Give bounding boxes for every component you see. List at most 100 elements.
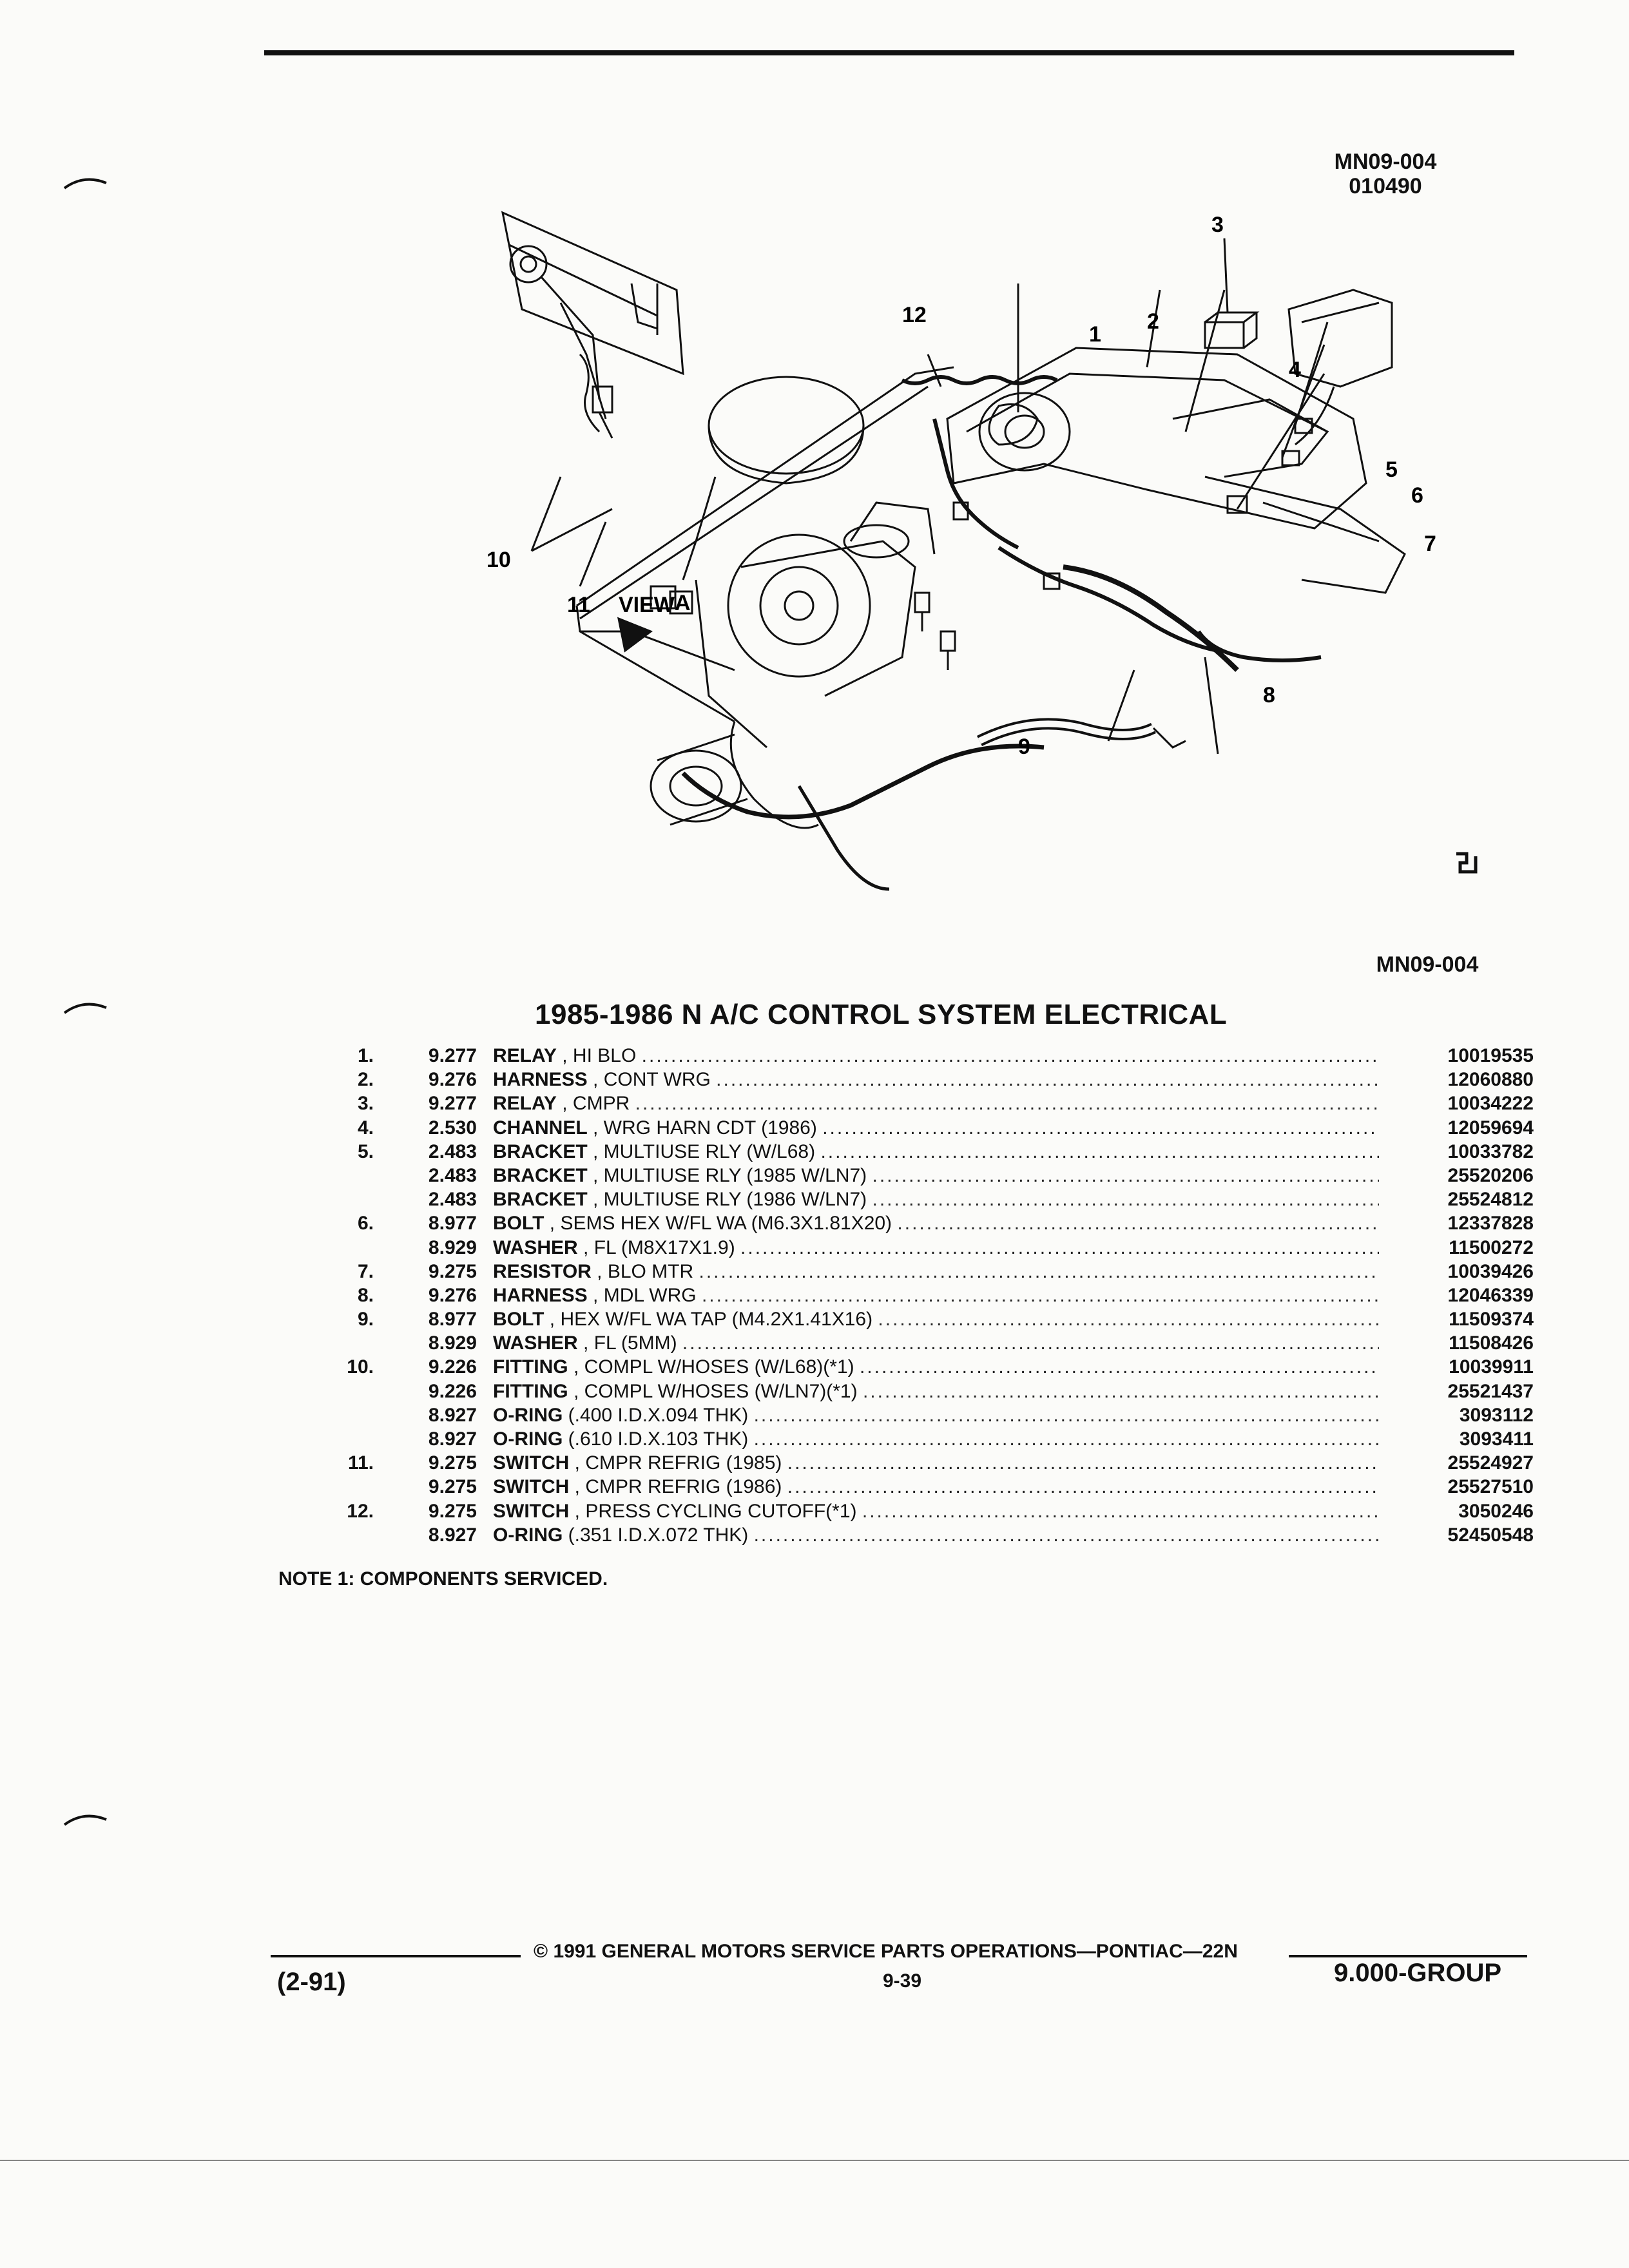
part-key: 1.	[357, 1045, 374, 1066]
part-row: 9.275 SWITCH , CMPR REFRIG (1986) .......…	[335, 1475, 1534, 1499]
part-name: SWITCH	[493, 1476, 570, 1498]
part-group: 9.277	[428, 1045, 477, 1066]
leader-dots: ........................................…	[872, 1164, 1380, 1186]
part-group: 9.226	[428, 1380, 477, 1402]
part-number: 25520206	[1447, 1164, 1534, 1186]
part-number: 11509374	[1449, 1309, 1534, 1331]
part-detail: (.610 I.D.X.103 THK)	[568, 1428, 749, 1450]
part-key: 3.	[357, 1093, 374, 1115]
part-description: SWITCH , CMPR REFRIG (1986) ............…	[493, 1475, 1379, 1499]
part-detail: , MULTIUSE RLY (W/L68)	[593, 1140, 816, 1162]
part-number: 12046339	[1447, 1284, 1534, 1306]
part-group: 9.276	[428, 1284, 477, 1306]
ac-control-system-diagram: 10 11 VIEW A 12 1 2 3 4 5 6 7 8 9	[487, 211, 1478, 891]
part-row: 2.483 BRACKET , MULTIUSE RLY (1985 W/LN7)…	[335, 1164, 1534, 1187]
part-name: SWITCH	[493, 1452, 570, 1474]
part-name: HARNESS	[493, 1284, 588, 1306]
part-key: 8.	[357, 1284, 374, 1306]
part-number: 3093112	[1459, 1404, 1534, 1426]
leader-dots: ........................................…	[641, 1045, 1379, 1066]
part-description: RELAY , CMPR ...........................…	[493, 1091, 1379, 1115]
leader-dots: ........................................…	[787, 1476, 1379, 1498]
callout-2: 2	[1147, 309, 1159, 334]
part-group: 8.977	[428, 1213, 477, 1235]
part-detail: , CONT WRG	[593, 1069, 711, 1091]
part-name: O-RING	[493, 1524, 563, 1546]
view-a-inset	[501, 211, 684, 439]
footer-page-number: 9-39	[883, 1970, 922, 1992]
leader-dots: ........................................…	[822, 1117, 1379, 1139]
part-number: 12059694	[1447, 1117, 1534, 1139]
leader-dots: ........................................…	[740, 1236, 1379, 1258]
part-group: 9.276	[428, 1069, 477, 1091]
callout-4: 4	[1289, 358, 1301, 382]
part-name: FITTING	[493, 1356, 568, 1378]
part-name: O-RING	[493, 1404, 563, 1426]
footer-rule-left	[271, 1955, 521, 1957]
part-description: O-RING (.351 I.D.X.072 THK) ............…	[493, 1523, 1379, 1547]
part-group: 9.275	[428, 1476, 477, 1498]
part-description: BRACKET , MULTIUSE RLY (1985 W/LN7) ....…	[493, 1164, 1379, 1187]
callout-9: 9	[1018, 735, 1030, 759]
part-group: 8.927	[428, 1404, 477, 1426]
part-name: CHANNEL	[493, 1117, 588, 1139]
part-name: RELAY	[493, 1093, 557, 1115]
part-number: 10033782	[1447, 1140, 1534, 1162]
part-description: BRACKET , MULTIUSE RLY (1986 W/LN7) ....…	[493, 1187, 1379, 1211]
callout-8: 8	[1263, 683, 1275, 707]
part-number: 25524812	[1447, 1189, 1534, 1211]
part-description: BOLT , HEX W/FL WA TAP (M4.2X1.41X16) ..…	[493, 1307, 1379, 1331]
part-number: 10039911	[1449, 1356, 1534, 1378]
leader-dots: ........................................…	[716, 1069, 1379, 1091]
part-group: 9.275	[428, 1500, 477, 1522]
part-number: 11508426	[1449, 1332, 1534, 1354]
figure-id-bottom: MN09-004	[1376, 952, 1479, 977]
part-detail: , BLO MTR	[597, 1260, 694, 1282]
part-name: RELAY	[493, 1045, 557, 1066]
artist-mark-icon	[1456, 852, 1478, 874]
footer-group: 9.000-GROUP	[1334, 1959, 1502, 1987]
part-detail: , COMPL W/HOSES (W/L68)(*1)	[574, 1356, 854, 1378]
part-number: 52450548	[1447, 1524, 1534, 1546]
part-description: SWITCH , PRESS CYCLING CUTOFF(*1) ......…	[493, 1499, 1379, 1523]
part-name: RESISTOR	[493, 1260, 592, 1282]
footnote: NOTE 1: COMPONENTS SERVICED.	[278, 1568, 608, 1590]
part-group: 8.927	[428, 1428, 477, 1450]
part-key: 6.	[357, 1213, 374, 1235]
leader-dots: ........................................…	[753, 1524, 1379, 1546]
part-row: 8.927 O-RING (.351 I.D.X.072 THK) .......…	[335, 1523, 1534, 1547]
top-rule	[264, 50, 1514, 55]
part-detail: , HEX W/FL WA TAP (M4.2X1.41X16)	[549, 1309, 873, 1331]
leader-dots: ........................................…	[753, 1428, 1379, 1450]
callout-12: 12	[902, 303, 927, 327]
leader-dots: ........................................…	[701, 1284, 1379, 1306]
leader-dots: ........................................…	[862, 1500, 1379, 1522]
part-description: SWITCH , CMPR REFRIG (1985) ............…	[493, 1451, 1379, 1475]
part-description: FITTING , COMPL W/HOSES (W/L68)(*1) ....…	[493, 1355, 1379, 1379]
part-name: WASHER	[493, 1236, 578, 1258]
part-group: 2.483	[428, 1164, 477, 1186]
part-detail: , HI BLO	[562, 1045, 637, 1066]
part-description: O-RING (.400 I.D.X.094 THK) ............…	[493, 1403, 1379, 1427]
part-group: 8.927	[428, 1524, 477, 1546]
part-detail: , CMPR REFRIG (1985)	[574, 1452, 782, 1474]
view-box-letter: A	[675, 591, 691, 615]
part-detail: , PRESS CYCLING CUTOFF(*1)	[574, 1500, 857, 1522]
part-group: 8.977	[428, 1309, 477, 1331]
callout-11: 11	[567, 593, 590, 617]
part-description: BOLT , SEMS HEX W/FL WA (M6.3X1.81X20) .…	[493, 1211, 1379, 1235]
part-description: WASHER , FL (5MM) ......................…	[493, 1331, 1379, 1355]
part-description: RESISTOR , BLO MTR .....................…	[493, 1260, 1379, 1283]
part-number: 25524927	[1447, 1452, 1534, 1474]
part-group: 9.275	[428, 1452, 477, 1474]
part-name: BRACKET	[493, 1140, 588, 1162]
